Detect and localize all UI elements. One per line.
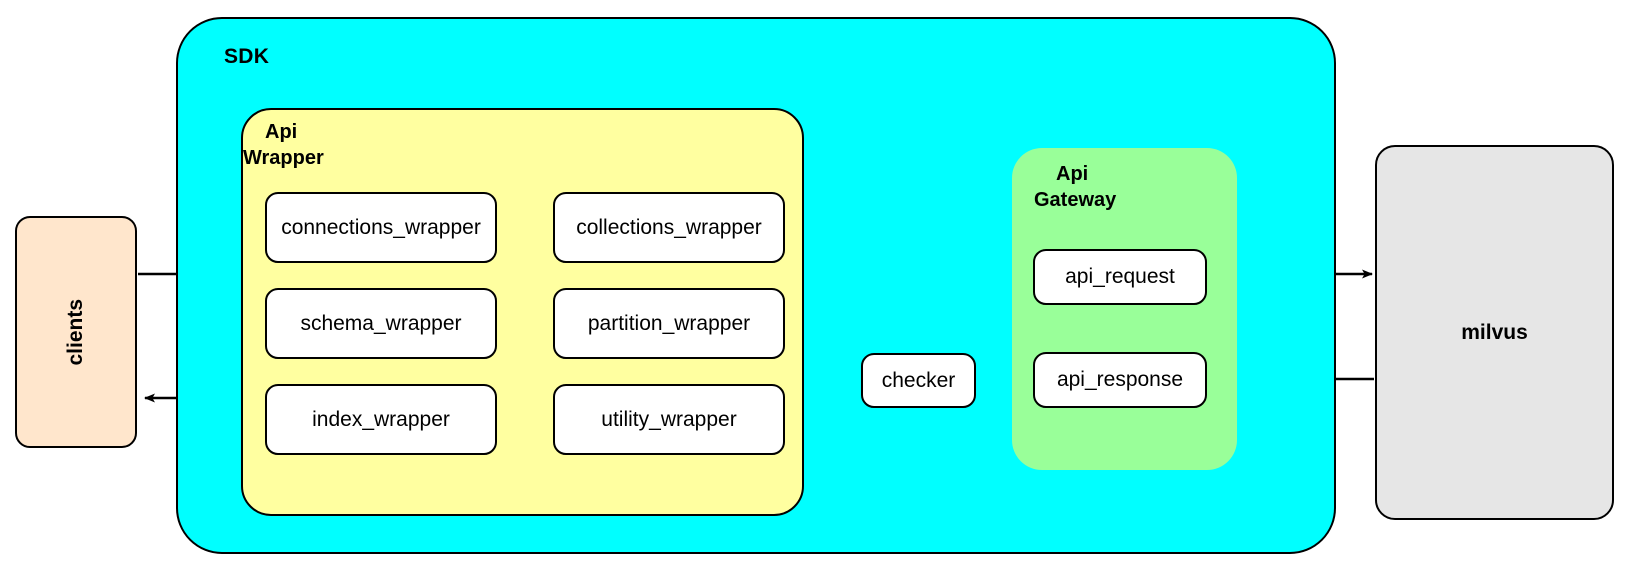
module-api-request[interactable]: api_request <box>1033 249 1207 305</box>
module-api-response[interactable]: api_response <box>1033 352 1207 408</box>
api-gateway-container[interactable]: Api Gateway <box>1012 148 1237 470</box>
node-milvus[interactable]: milvus <box>1375 145 1614 520</box>
module-utility-wrapper[interactable]: utility_wrapper <box>553 384 785 455</box>
api-gateway-label-line2: Gateway <box>1034 189 1117 211</box>
module-collections-wrapper[interactable]: collections_wrapper <box>553 192 785 263</box>
clients-label: clients <box>64 298 87 366</box>
node-checker[interactable]: checker <box>861 353 976 408</box>
module-partition-wrapper[interactable]: partition_wrapper <box>553 288 785 359</box>
module-index-wrapper[interactable]: index_wrapper <box>265 384 497 455</box>
api-wrapper-label-line2: Wrapper <box>243 147 324 169</box>
api-wrapper-label-line1: Api <box>265 121 298 143</box>
module-connections-wrapper[interactable]: connections_wrapper <box>265 192 497 263</box>
sdk-label: SDK <box>224 45 270 68</box>
api-gateway-label: Api Gateway <box>1034 161 1226 213</box>
node-clients[interactable]: clients <box>15 216 137 448</box>
api-gateway-label-line1: Api <box>1056 163 1089 185</box>
api-wrapper-label: Api Wrapper <box>243 119 425 171</box>
module-schema-wrapper[interactable]: schema_wrapper <box>265 288 497 359</box>
